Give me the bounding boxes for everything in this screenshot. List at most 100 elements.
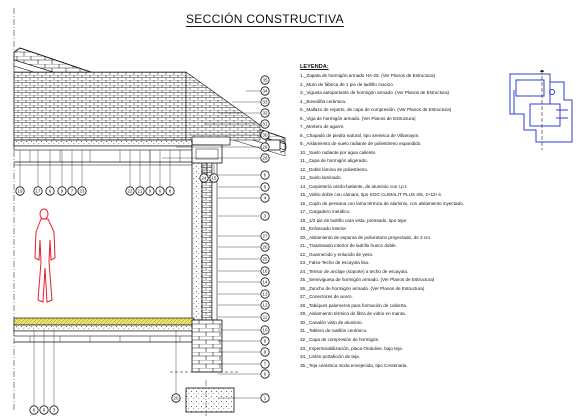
callout-number: 9 (61, 189, 64, 194)
legend-item: 16._Cajón de persiana con lama térmica d… (300, 200, 464, 206)
callout-bubble: 12 (260, 300, 270, 310)
callout-number: 10 (263, 328, 268, 333)
callout-bubble: 8 (165, 186, 175, 196)
callout-bubble: 24 (199, 173, 209, 183)
callout-bubble: 8 (260, 347, 270, 357)
callout-number: 3 (53, 408, 56, 413)
callout-number: 17 (36, 189, 41, 194)
callout-number: 5 (264, 185, 267, 190)
legend-item: 22._Guarnecido y enlucido de yeso. (300, 251, 374, 257)
callout-number: 29 (263, 145, 268, 150)
legend-item: 30._Canalón visto de aluminio. (300, 319, 363, 325)
callout-bubble: 6 (260, 369, 270, 379)
legend-panel: LEYENDA: 1._Zapata de hormigón armado HA… (300, 64, 510, 370)
legend-item: 32._Capa de compresión de hormigón. (300, 336, 380, 342)
legend-item: 3._Vigueta autoportante de hormigón arma… (300, 90, 450, 96)
legend-heading: LEYENDA: (300, 64, 329, 70)
callout-bubble: 29 (260, 142, 270, 152)
exterior-wall (191, 144, 223, 321)
legend-item: 18._1/2 pie de ladrillo cara vista, pren… (300, 217, 407, 223)
callout-number: 1 (264, 396, 267, 401)
legend-item: 33._Impermeabilización, placa Onduline, … (300, 345, 403, 351)
legend-item: 15._Vidrio doble con cámara, tipo SGG CL… (300, 192, 443, 198)
callout-number: 20 (174, 396, 179, 401)
callout-bubble: 28 (260, 153, 270, 163)
legend-item: 10._Suelo radiante por agua caliente. (300, 149, 377, 155)
callout-number: 9 (149, 189, 152, 194)
callout-bubble: 6 (29, 405, 39, 415)
legend-item: 9._Aislamiento de suelo radiante de poli… (300, 141, 422, 147)
legend-item: 34._Listón portafición de teja. (300, 354, 361, 360)
legend-item: 8._Chapado de piedra natural, tipo areni… (300, 132, 420, 138)
callout-bubble: 4 (260, 193, 270, 203)
callout-number: 23 (80, 189, 85, 194)
upper-slab (13, 139, 193, 166)
legend-item: 24._Tensor de anclaje (soporte) a techo … (300, 268, 409, 274)
drawing-title: SECCIÓN CONSTRUCTIVA (186, 12, 344, 26)
callout-bubble: 15 (209, 173, 219, 183)
legend-item: 14._Carpintería oscilo-batiente, de alum… (300, 183, 408, 189)
callout-number: 25 (263, 257, 268, 262)
legend-list: 1._Zapata de hormigón armado HA-25. (Ver… (300, 72, 510, 370)
callout-number: 8 (169, 189, 172, 194)
callout-bubble: 32 (260, 108, 270, 118)
callout-bubble: 11 (260, 312, 270, 322)
callout-bubble: 3 (260, 211, 270, 221)
callout-bubble: 27 (260, 231, 270, 241)
callout-bubble: 7 (260, 359, 270, 369)
callout-bubble: 14 (260, 277, 270, 287)
callout-bubble: 6 (155, 186, 165, 196)
callout-number: 7 (264, 362, 267, 367)
callout-bubble: 16 (260, 266, 270, 276)
callout-bubble: 7 (67, 186, 77, 196)
callout-number: 16 (263, 269, 268, 274)
legend-item: 20._Aislamiento de espuma de poliuretano… (300, 234, 432, 240)
legend-item: 5._Mallazo de reparto, de capa de compre… (300, 107, 452, 113)
callout-number: 6 (264, 372, 267, 377)
callout-bubble: 21 (135, 186, 145, 196)
callout-bubble: 9 (57, 186, 67, 196)
legend-item: 17._Cargadero metálico. (300, 209, 351, 215)
callout-number: 4 (264, 196, 267, 201)
callout-bubble: 25 (260, 254, 270, 264)
callout-number: 6 (49, 189, 52, 194)
callout-number: 24 (202, 176, 207, 181)
callout-bubble: 22 (125, 186, 135, 196)
callout-number: 34 (263, 89, 268, 94)
callout-number: 9 (43, 408, 46, 413)
callout-bubbles: 3534333231302928654327262516141312111098… (15, 75, 270, 415)
callout-bubble: 30 (260, 130, 270, 140)
callout-number: 27 (263, 234, 268, 239)
callout-bubble: 10 (260, 325, 270, 335)
callout-number: 30 (263, 133, 268, 138)
key-plan-map (509, 70, 573, 150)
callout-number: 3 (264, 214, 267, 219)
legend-item: 12._Doble lámina de poliestireno. (300, 166, 369, 172)
legend-item: 21._Trasdosado interior de ladrillo huec… (300, 243, 397, 249)
callout-bubble: 20 (171, 393, 181, 403)
callout-number: 22 (128, 189, 133, 194)
callout-bubble: 5 (260, 182, 270, 192)
ground-slab (13, 317, 195, 343)
callout-bubble: 6 (45, 186, 55, 196)
legend-item: 19._Enfoscado interior. (300, 226, 347, 232)
callout-bubble: 34 (260, 86, 270, 96)
legend-item: 28._Tabiques palomeros para formación de… (300, 302, 408, 308)
callout-number: 33 (263, 100, 268, 105)
callout-number: 12 (263, 303, 268, 308)
callout-number: 9 (264, 339, 267, 344)
legend-item: 25._Semivigueta de hormigón armado. (Ver… (300, 277, 435, 283)
legend-item: 35._Teja cerámica mixta envejecida, tipo… (300, 362, 408, 368)
callout-number: 31 (263, 122, 268, 127)
legend-item: 6._Viga de hormigón armado. (Ver Planos … (300, 115, 416, 121)
legend-item: 23._Falso-Techo de escayola lisa. (300, 260, 370, 266)
roof-assembly (13, 47, 286, 157)
callout-bubble: 17 (33, 186, 43, 196)
callout-bubble: 26 (260, 242, 270, 252)
callout-bubble: 33 (260, 97, 270, 107)
legend-item: 27._Conectores de acero. (300, 294, 353, 300)
callout-number: 19 (18, 189, 23, 194)
callout-bubble: 3 (49, 405, 59, 415)
callout-bubble: 9 (39, 405, 49, 415)
